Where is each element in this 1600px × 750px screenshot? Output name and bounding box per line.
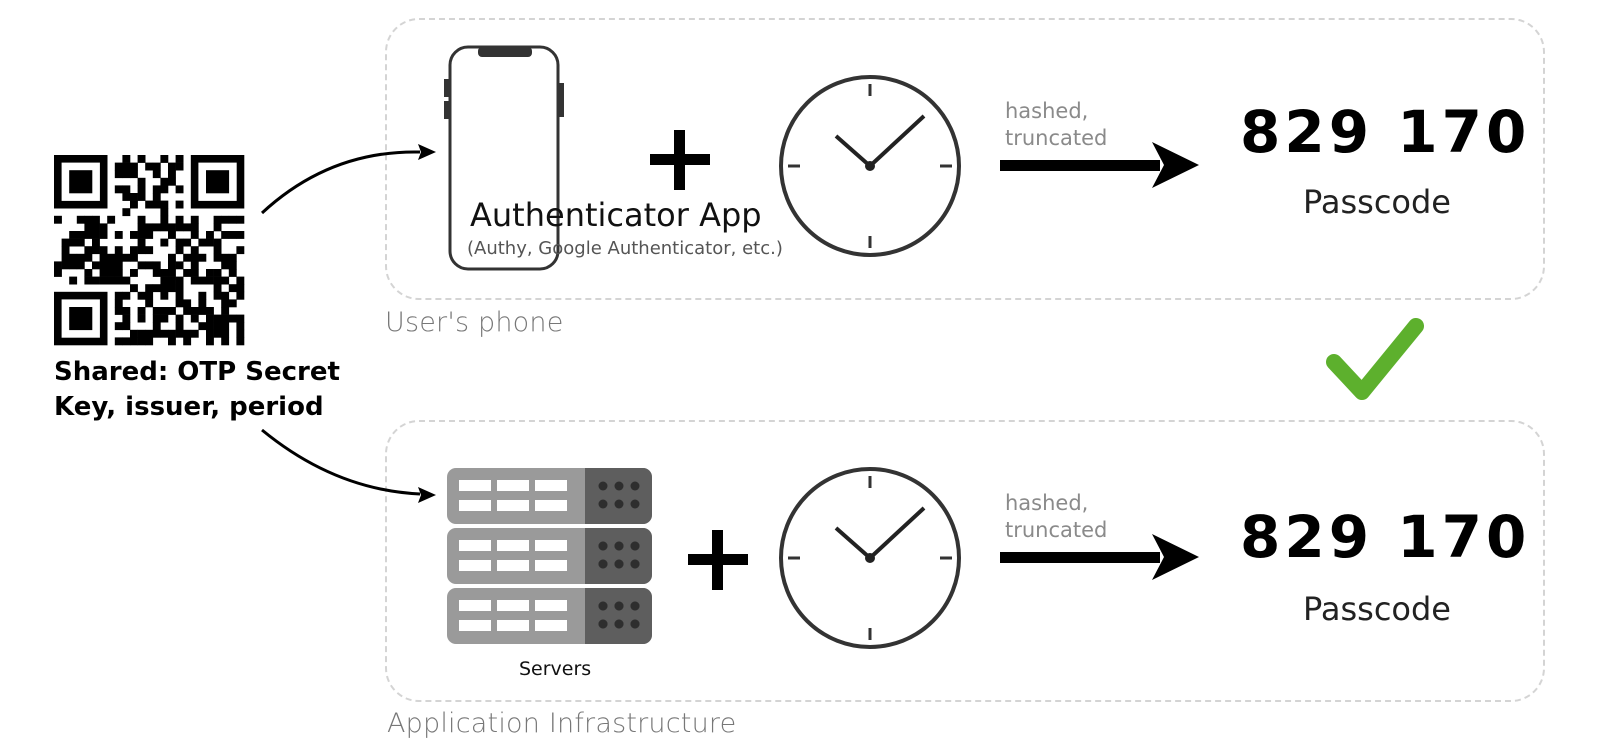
app-infra-caption: Application Infrastructure <box>387 708 737 739</box>
application-infrastructure-panel <box>385 420 1545 702</box>
users-phone-panel <box>385 18 1545 300</box>
servers-label: Servers <box>519 658 592 680</box>
hashed-truncated-label: hashed, truncated <box>1005 99 1108 150</box>
authenticator-app-subtitle: (Authy, Google Authenticator, etc.) <box>467 238 783 259</box>
arrow-right-icon <box>1000 534 1199 580</box>
smartphone-icon <box>444 45 564 271</box>
hashed-truncated-label: hashed, truncated <box>1005 491 1108 542</box>
plus-icon <box>688 530 748 590</box>
authenticator-app-title: Authenticator App <box>470 196 762 234</box>
plus-icon <box>650 130 710 190</box>
passcode-label: Passcode <box>1303 590 1451 628</box>
users-phone-caption: User's phone <box>385 307 564 338</box>
arrow-right-icon <box>1000 142 1199 188</box>
passcode-value: 829 170 <box>1240 503 1531 571</box>
passcode-value: 829 170 <box>1240 98 1531 166</box>
shared-secret-label: Shared: OTP Secret Key, issuer, period <box>54 357 340 422</box>
clock-icon <box>779 75 961 257</box>
passcode-label: Passcode <box>1303 183 1451 221</box>
clock-icon <box>779 467 961 649</box>
checkmark-icon <box>1326 318 1424 400</box>
server-rack-icon <box>447 468 652 644</box>
qr-code-icon <box>54 155 245 346</box>
